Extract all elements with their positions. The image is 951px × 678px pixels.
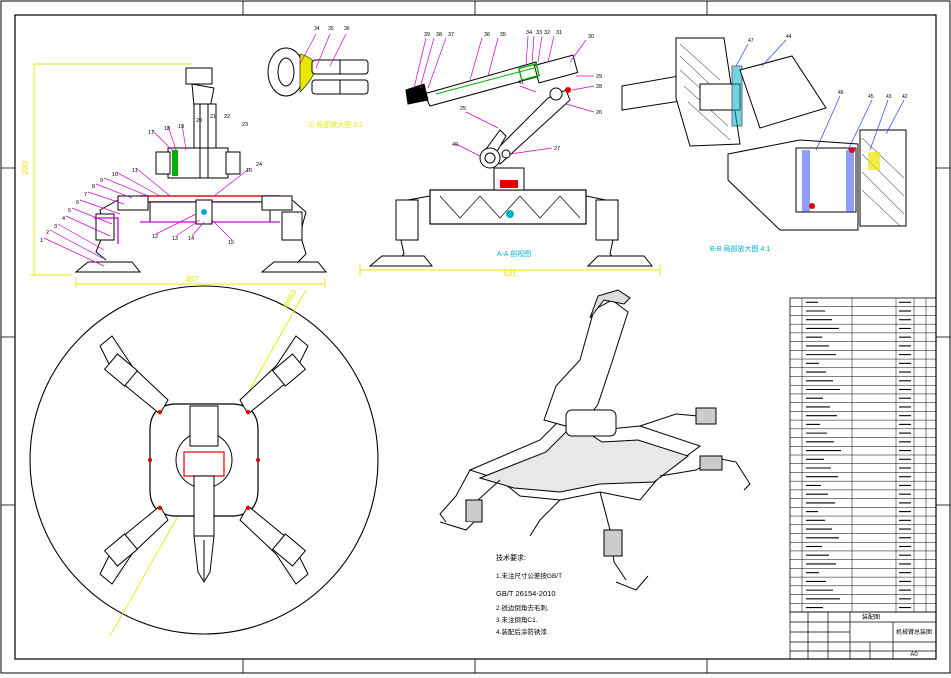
svg-text:43: 43 xyxy=(886,94,892,100)
note-line-2: GB/T 26154-2010 xyxy=(496,589,556,598)
part-number-label: 26 xyxy=(596,110,602,116)
section-b-view: 47 44 46 45 43 42 xyxy=(621,34,908,231)
part-number-label: 18 xyxy=(164,126,170,132)
part-number-label: 32 xyxy=(544,30,550,36)
part-number-label: 11 xyxy=(132,168,138,174)
front-width-dimension: 467 xyxy=(185,275,199,284)
section-a-label: A-A 剖视图 xyxy=(497,249,531,258)
top-diameter-dimension: Φ853 xyxy=(281,288,298,310)
svg-text:46: 46 xyxy=(838,90,844,96)
part-number-label: 23 xyxy=(242,122,248,128)
part-number-label: 39 xyxy=(424,32,430,38)
note-line-1: 1.未注尺寸公差按GB/T xyxy=(496,571,562,580)
part-number-label: 30 xyxy=(588,34,594,40)
part-number-label: 7 xyxy=(84,192,87,198)
top-view xyxy=(29,285,379,637)
part-number-label: 25 xyxy=(460,106,466,112)
isometric-view xyxy=(439,289,751,591)
note-line-4: 3.未注倒角C1. xyxy=(496,615,538,624)
part-number-label: 34 xyxy=(526,30,532,36)
section-a-view xyxy=(359,35,661,276)
svg-text:45: 45 xyxy=(868,94,874,100)
part-number-label: 37 xyxy=(448,32,454,38)
part-number-label: 2 xyxy=(46,230,49,236)
part-number-label: 8 xyxy=(92,184,95,190)
title-block xyxy=(789,611,937,660)
part-number-label: 28 xyxy=(596,84,602,90)
part-number-label: 38 xyxy=(436,32,442,38)
part-number-label: 41 xyxy=(518,80,524,86)
part-number-label: 21 xyxy=(210,114,216,120)
note-line-5: 4.装配后涂防锈漆. xyxy=(496,627,549,636)
part-number-label: 4 xyxy=(62,216,65,222)
part-number-label: 3 xyxy=(54,224,57,230)
svg-text:44: 44 xyxy=(786,34,792,40)
section-b-label: B-B 局部放大图 4:1 xyxy=(710,244,770,253)
part-number-label: 15 xyxy=(228,240,234,246)
part-number-label: 27 xyxy=(554,146,560,152)
part-number-label: 16 xyxy=(246,168,252,174)
part-number-label: 20 xyxy=(196,118,202,124)
title-block-scale: A0 xyxy=(910,652,918,658)
svg-text:36: 36 xyxy=(344,26,350,32)
part-number-label: 31 xyxy=(556,30,562,36)
part-number-label: 12 xyxy=(152,234,158,240)
note-line-3: 2.锐边倒角去毛刺. xyxy=(496,603,549,612)
parts-list-table xyxy=(789,297,937,613)
part-number-label: 33 xyxy=(536,30,542,36)
svg-text:42: 42 xyxy=(902,94,908,100)
front-view xyxy=(30,63,328,288)
part-number-label: 14 xyxy=(188,236,194,242)
notes-title: 技术要求: xyxy=(496,553,526,562)
part-number-label: 36 xyxy=(484,32,490,38)
part-number-label: 5 xyxy=(68,208,71,214)
title-block-drawing-title: 机械臂总装图 xyxy=(896,628,932,636)
svg-text:47: 47 xyxy=(748,38,754,44)
front-height-dimension: 290 xyxy=(21,161,30,175)
part-number-label: 9 xyxy=(100,178,103,184)
detail-c-label: C 局部放大图 2:1 xyxy=(309,120,363,129)
part-number-label: 17 xyxy=(148,130,154,136)
part-number-label: 42 xyxy=(408,88,414,94)
svg-text:35: 35 xyxy=(328,26,334,32)
part-number-label: 6 xyxy=(76,200,79,206)
part-number-label: 40 xyxy=(452,142,458,148)
part-number-label: 1 xyxy=(40,238,43,244)
part-number-label: 22 xyxy=(224,114,230,120)
part-number-label: 10 xyxy=(112,172,118,178)
part-number-label: 35 xyxy=(500,32,506,38)
side-width-dimension: 531 xyxy=(503,269,517,278)
part-number-label: 19 xyxy=(178,124,184,130)
title-block-material: 装配图 xyxy=(862,613,880,621)
svg-text:34: 34 xyxy=(314,26,320,32)
part-number-label: 24 xyxy=(256,162,262,168)
detail-c-view: 34 35 36 xyxy=(267,26,369,97)
part-number-label: 13 xyxy=(172,236,178,242)
technical-notes: 技术要求: 1.未注尺寸公差按GB/T GB/T 26154-2010 2.锐边… xyxy=(496,553,562,636)
part-number-label: 29 xyxy=(596,74,602,80)
